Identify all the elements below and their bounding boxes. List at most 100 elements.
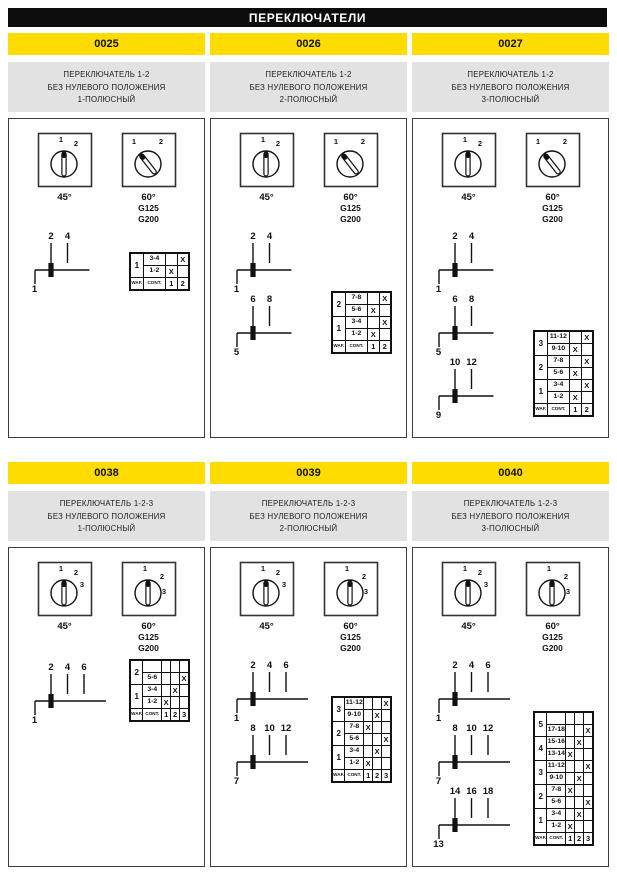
knob-position-label: 3	[161, 587, 165, 596]
cell-mark	[378, 304, 392, 317]
description-line: ПЕРЕКЛЮЧАТЕЛЬ 1-2-3	[59, 499, 154, 508]
knob-pointer-icon	[262, 151, 269, 177]
cell-mark	[565, 808, 576, 821]
contact-block-icon	[250, 263, 256, 277]
series-label: G125	[138, 632, 159, 642]
cell-contact: 11-12	[546, 760, 567, 773]
knob-position-label: 2	[275, 568, 279, 577]
cell-contact: 3-4	[546, 808, 567, 821]
knob-position-label: 1	[462, 564, 466, 573]
angle-label: 45°	[57, 192, 72, 203]
description-line: 3-ПОЛЮСНЫЙ	[481, 95, 540, 104]
knob-position-label: 2	[159, 572, 163, 581]
cell-position-number: 1	[165, 277, 178, 291]
contact-block-icon	[452, 389, 458, 403]
cell-mark	[565, 772, 576, 785]
terminal-label: 18	[483, 786, 494, 797]
cell-mark: X	[583, 796, 594, 809]
terminal-label: 2	[452, 231, 457, 242]
cell-mark	[170, 672, 181, 685]
angle-label: 45°	[461, 192, 476, 203]
page-title: ПЕРЕКЛЮЧАТЕЛИ	[8, 8, 607, 27]
terminal-label: 12	[466, 357, 477, 368]
cell-wafer-label: WAF.	[331, 340, 346, 354]
cell-contact: 3-4	[142, 252, 167, 266]
series-label: G125	[340, 203, 361, 213]
knob-position-label: 3	[79, 580, 83, 589]
cell-mark	[580, 391, 594, 404]
terminal-label: 6	[250, 294, 255, 305]
cell-mark	[569, 379, 582, 392]
knob-position-label: 2	[275, 139, 279, 148]
cell-contact-label: CONT.	[142, 708, 163, 722]
knob-pointer-icon	[464, 151, 471, 177]
input-terminal-label: 7	[234, 776, 239, 785]
cell-group: 1	[533, 379, 548, 404]
model-code: 0027	[412, 33, 609, 55]
model-code: 0039	[210, 462, 407, 484]
cell-mark	[574, 748, 585, 761]
cell-mark: X	[372, 709, 383, 722]
knob-dial-icon: 123	[525, 561, 580, 617]
knob-pointer-icon	[60, 580, 67, 606]
description-line: БЕЗ НУЛЕВОГО ПОЛОЖЕНИЯ	[451, 82, 570, 92]
cell-wafer-label: WAF.	[533, 403, 548, 417]
cell-position-number: 2	[176, 277, 190, 291]
series-label: G125	[542, 203, 563, 213]
cell-contact: 5-6	[142, 672, 163, 685]
knob-position-label: 1	[58, 135, 62, 144]
cell-mark: X	[565, 748, 576, 761]
cell-contact: 7-8	[546, 355, 571, 368]
terminal-label: 8	[250, 723, 255, 734]
cell-contact-label: CONT.	[142, 277, 167, 291]
knob-position-label: 3	[281, 580, 285, 589]
table-row: 2	[129, 659, 190, 685]
cell-contact: 5-6	[546, 796, 567, 809]
cell-contact: 11-12	[546, 330, 571, 344]
description-line: ПЕРЕКЛЮЧАТЕЛЬ 1-2-3	[463, 499, 558, 508]
cell-mark: X	[580, 355, 594, 368]
series-label: G200	[138, 643, 159, 653]
cell-position-number: 2	[372, 769, 383, 783]
cell-position-number: 2	[574, 832, 585, 846]
cell-mark	[363, 709, 374, 722]
cell-contact: 3-4	[344, 316, 369, 329]
series-label: G125	[138, 203, 159, 213]
terminal-label: 2	[48, 231, 53, 242]
description-line: 1-ПОЛЮСНЫЙ	[77, 524, 136, 533]
cell-mark	[580, 367, 594, 380]
cell-mark: X	[574, 772, 585, 785]
cell-mark	[381, 709, 392, 722]
table-row: 5-6 X	[534, 796, 594, 809]
cell-mark: X	[363, 721, 374, 734]
cell-mark: X	[574, 736, 585, 749]
cell-mark	[583, 808, 594, 821]
cell-mark	[565, 711, 576, 725]
knob-position-label: 1	[260, 564, 264, 573]
cell-mark: X	[161, 696, 172, 709]
